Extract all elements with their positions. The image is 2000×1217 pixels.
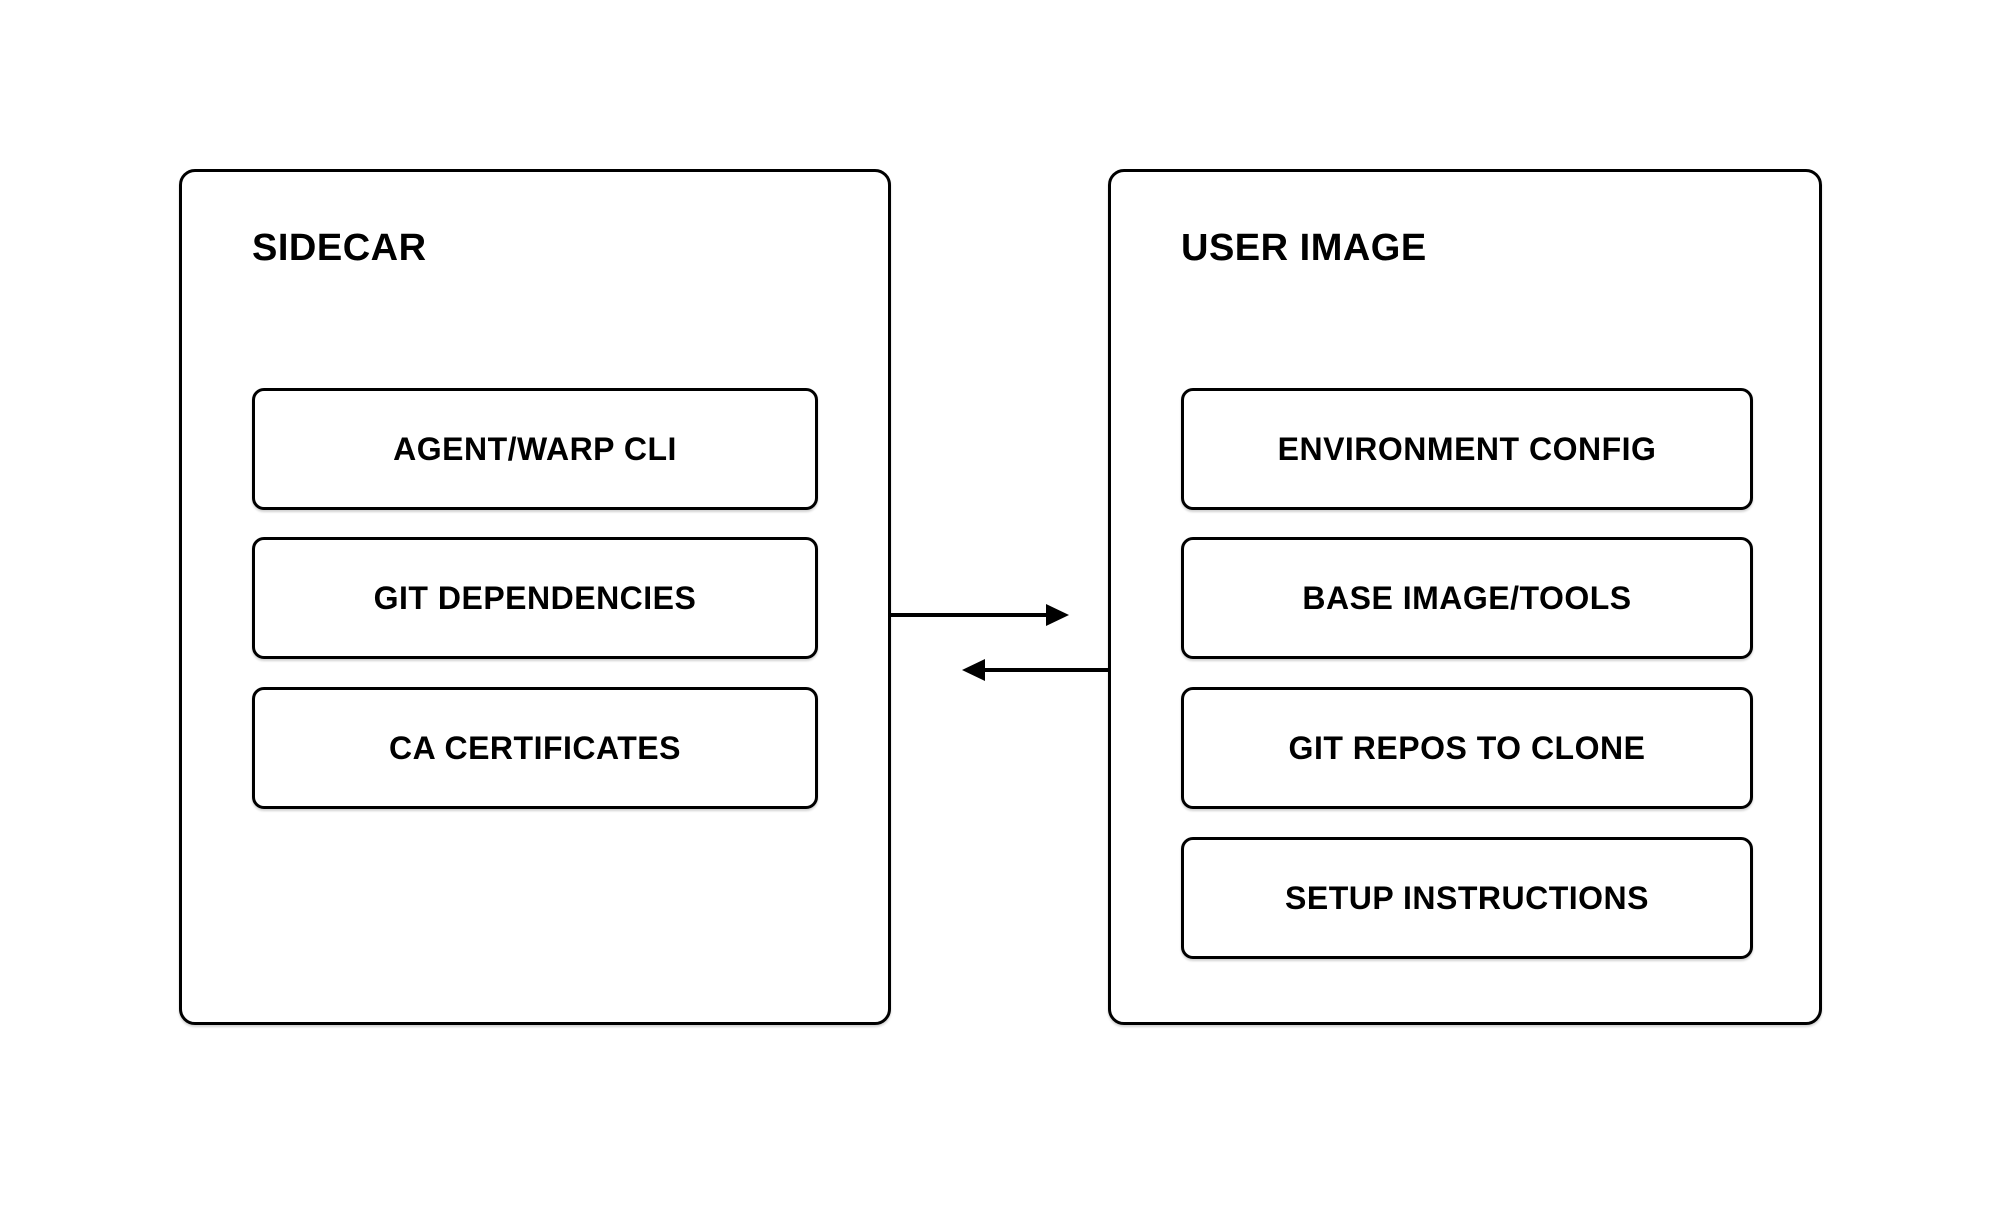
node-label: CA CERTIFICATES [389, 729, 681, 766]
node-agent-warp-cli: AGENT/WARP CLI [252, 388, 818, 510]
sidecar-panel: SIDECAR AGENT/WARP CLI GIT DEPENDENCIES … [179, 169, 891, 1025]
arrow-shaft [890, 613, 1048, 617]
node-environment-config: ENVIRONMENT CONFIG [1181, 388, 1753, 510]
node-git-dependencies: GIT DEPENDENCIES [252, 537, 818, 659]
node-label: AGENT/WARP CLI [393, 430, 677, 467]
node-git-repos-to-clone: GIT REPOS TO CLONE [1181, 687, 1753, 809]
node-label: SETUP INSTRUCTIONS [1285, 879, 1649, 916]
left-arrowhead-icon [962, 659, 985, 681]
user-image-panel: USER IMAGE ENVIRONMENT CONFIG BASE IMAGE… [1108, 169, 1822, 1025]
node-label: BASE IMAGE/TOOLS [1302, 579, 1632, 616]
node-label: GIT DEPENDENCIES [373, 579, 697, 616]
right-arrowhead-icon [1046, 604, 1069, 626]
node-ca-certificates: CA CERTIFICATES [252, 687, 818, 809]
user-image-panel-title: USER IMAGE [1181, 227, 1427, 269]
arrow-shaft [985, 668, 1109, 672]
node-label: GIT REPOS TO CLONE [1288, 729, 1646, 766]
sidecar-panel-title: SIDECAR [252, 227, 427, 269]
node-base-image-tools: BASE IMAGE/TOOLS [1181, 537, 1753, 659]
node-label: ENVIRONMENT CONFIG [1277, 430, 1657, 467]
node-setup-instructions: SETUP INSTRUCTIONS [1181, 837, 1753, 959]
